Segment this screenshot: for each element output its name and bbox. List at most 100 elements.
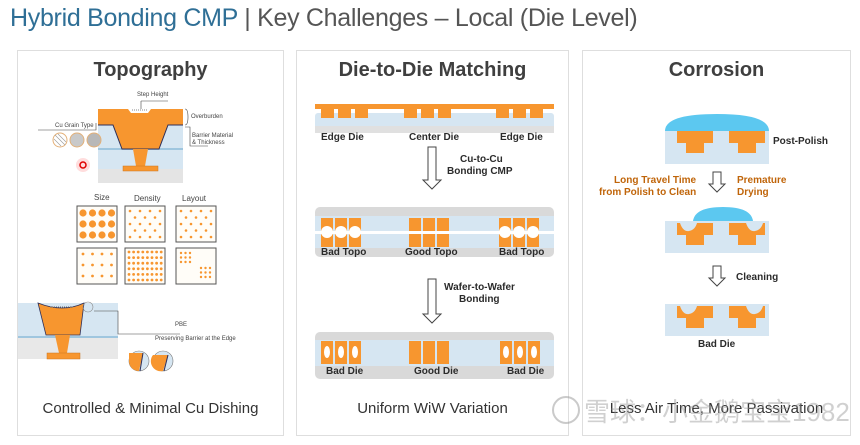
- cu-pad-dot: [155, 273, 159, 276]
- panel-corrosion: Corrosion Post-Polish Long Travel Time f…: [582, 50, 851, 436]
- cu-pad-dot: [143, 216, 147, 219]
- cu-pad-dot: [179, 235, 183, 239]
- cu-pad-dot: [91, 263, 94, 267]
- corrosion-pit: [680, 223, 697, 232]
- cu-pad: [437, 234, 449, 247]
- cu-pad-dot: [141, 273, 145, 276]
- cu-overburden: [315, 104, 554, 109]
- cu-pad-dot: [146, 261, 149, 265]
- cu-pad-dot: [98, 209, 106, 217]
- corrosion-pit: [680, 306, 697, 315]
- long-travel-label-2: from Polish to Clean: [599, 187, 697, 198]
- pattern-box: [175, 247, 217, 285]
- title-separator: |: [237, 4, 258, 32]
- cu-pad: [423, 218, 435, 231]
- center-die-label: Center Die: [409, 132, 460, 143]
- cu-pad-dot: [136, 261, 140, 265]
- cu-pad-dot: [204, 216, 208, 219]
- cu-pad-dot: [146, 278, 149, 282]
- void: [531, 346, 537, 358]
- cu-pad-dot: [184, 260, 187, 264]
- post-polish-label: Post-Polish: [773, 136, 829, 147]
- corrosion-diagram: [665, 114, 769, 336]
- cu-pad-dot: [199, 271, 203, 274]
- cu-pad-dot: [128, 209, 132, 213]
- cu-pad-dot: [100, 263, 104, 267]
- cu-pad-dot: [150, 273, 154, 276]
- cu-pad-dot: [79, 209, 87, 217]
- void: [338, 346, 344, 358]
- step2-label-a: Wafer-to-Wafer: [444, 282, 515, 293]
- cu-pad-dot: [150, 267, 154, 271]
- cu-pad: [496, 109, 509, 118]
- cu-pad: [404, 109, 417, 118]
- cu-pad: [513, 234, 525, 247]
- edge-die-left-label: Edge Die: [321, 132, 364, 143]
- cu-pad-dot: [127, 261, 131, 265]
- cu-pad-dot: [138, 235, 142, 239]
- cu-pad-dot: [148, 235, 152, 239]
- cu-pad-dot: [148, 222, 152, 226]
- cu-pad-dot: [209, 209, 213, 213]
- cu-pad: [438, 109, 451, 118]
- void: [503, 346, 509, 358]
- watermark-logo-icon: [552, 396, 580, 424]
- down-arrow-icon: [421, 278, 443, 324]
- cu-pad-dot: [194, 216, 198, 219]
- cu-pad-dot: [155, 261, 159, 265]
- cu-pad-dot: [150, 256, 154, 259]
- panel-footer: Less Air Time, More Passivation: [609, 400, 824, 417]
- pattern-box: [124, 247, 166, 285]
- cu-pad-dot: [204, 275, 207, 279]
- cu-pad-dot: [141, 261, 145, 265]
- void: [349, 226, 361, 238]
- cu-pad-dot: [107, 220, 116, 228]
- cu-pad-dot: [179, 251, 183, 255]
- slurry-film: [665, 114, 769, 131]
- pattern-density-grid: [76, 205, 217, 285]
- cu-pad-dot: [194, 229, 198, 232]
- cu-pad-dot: [208, 275, 212, 279]
- barrier-label-1: Barrier Material: [192, 133, 234, 139]
- cu-pad-dot: [179, 260, 183, 264]
- title-rest: Key Challenges – Local (Die Level): [257, 4, 638, 32]
- cu-pad-dot: [150, 250, 154, 254]
- cu-pad-dot: [146, 256, 149, 259]
- cu-pad-dot: [133, 216, 137, 219]
- panel-die-to-die: Die-to-Die Matching Edge Die Center Die …: [296, 50, 569, 436]
- long-travel-label-1: Long Travel Time: [614, 175, 697, 186]
- cu-pad-dot: [100, 274, 104, 278]
- cu-pad-dot: [132, 267, 135, 271]
- step1-label-a: Cu-to-Cu: [460, 154, 503, 165]
- cu-pad-dot: [88, 220, 97, 228]
- cu-pad-dot: [98, 231, 106, 239]
- cu-pad-dot: [179, 209, 183, 213]
- cu-pad-dot: [132, 250, 135, 254]
- barrier-label-2: & Thickness: [192, 140, 225, 146]
- cu-pad-dot: [138, 209, 142, 213]
- cu-pad-dot: [79, 231, 87, 239]
- cu-pad-dot: [132, 278, 135, 282]
- cu-pad-dot: [159, 250, 163, 254]
- cu-pad-dot: [132, 261, 135, 265]
- cu-pad-dot: [100, 252, 104, 256]
- cu-pad-dot: [132, 256, 135, 259]
- bad-die-left-label: Bad Die: [326, 366, 364, 377]
- cu-pad-dot: [136, 250, 140, 254]
- cu-pad-dot: [189, 209, 193, 213]
- corrosion-pit: [746, 306, 763, 315]
- void: [352, 346, 358, 358]
- cu-pad-dot: [204, 266, 207, 270]
- cu-pad-dot: [141, 250, 145, 254]
- cu-pad-dot: [188, 256, 192, 259]
- cu-pad-dot: [155, 267, 159, 271]
- cu-pad-dot: [159, 256, 163, 259]
- cu-pad-dot: [98, 220, 106, 228]
- cu-pad-dot: [81, 252, 85, 256]
- cu-pad-dot: [81, 263, 85, 267]
- cu-pad-dot: [127, 256, 131, 259]
- panel-title: Topography: [93, 59, 208, 81]
- cu-pad-dot: [184, 251, 187, 255]
- cu-pad-dot: [199, 235, 203, 239]
- cu-pad: [527, 234, 539, 247]
